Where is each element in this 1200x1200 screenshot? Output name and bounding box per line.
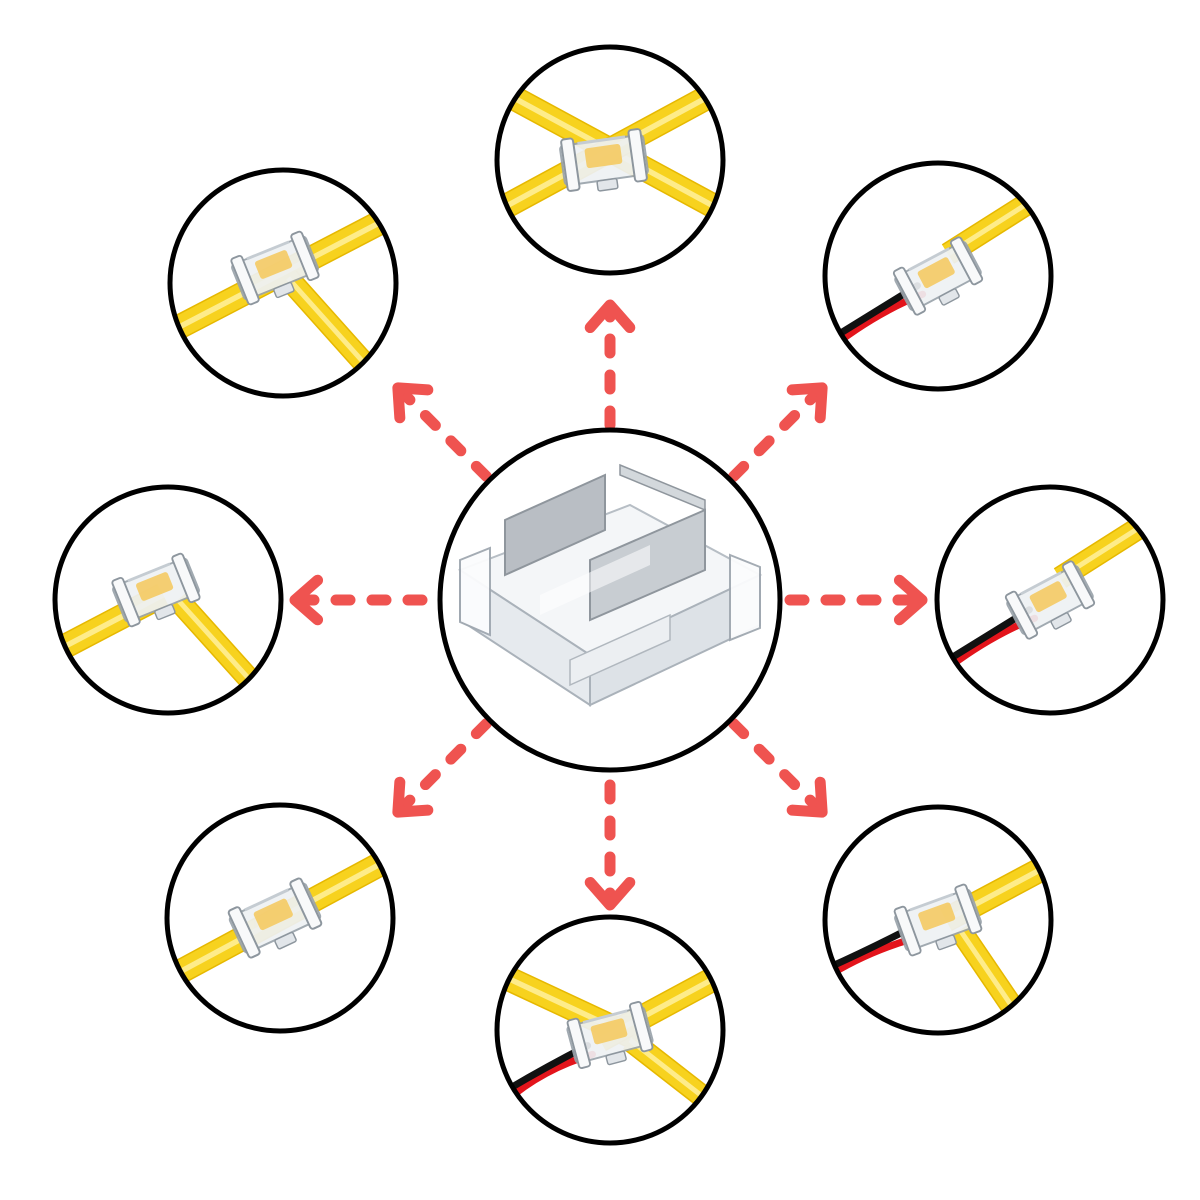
circle-right (934, 484, 1166, 716)
circle-bottom-right-outline (822, 804, 1054, 1036)
circle-center (437, 427, 783, 773)
power-wire-black (827, 926, 910, 979)
arrow-down-right-head (786, 776, 828, 818)
arrow-up (584, 299, 636, 431)
center-connector-illustration (457, 463, 763, 707)
led-strip-branch (279, 270, 382, 381)
circle-bottom-right (822, 804, 1054, 1036)
arrow-up-left-shaft (399, 389, 492, 482)
circle-bottom-outline (494, 914, 726, 1146)
arrow-right (784, 574, 928, 626)
circle-right-outline (934, 484, 1166, 716)
arrow-down-left-head (392, 776, 434, 818)
mini-connector (566, 1000, 654, 1070)
arrow-down (584, 779, 636, 911)
mini-connector (559, 128, 649, 192)
circle-top-right (822, 160, 1054, 392)
circle-bottom-left (164, 802, 396, 1034)
strip-t-illustration (172, 196, 394, 381)
cross-strip-illustration (499, 74, 721, 226)
circle-left-outline (52, 484, 284, 716)
circles-layer (52, 44, 1166, 1146)
mini-connector (892, 236, 984, 316)
circle-bottom (494, 914, 726, 1146)
arrow-down-left-shaft (399, 718, 492, 811)
circle-top-left-outline (167, 167, 399, 399)
arrow-left (289, 574, 428, 626)
large-connector (457, 463, 763, 707)
mini-connector (111, 552, 201, 628)
arrow-left-head (289, 574, 324, 626)
arrow-down-head (584, 876, 636, 911)
mini-connector (893, 883, 983, 957)
circle-left (52, 484, 284, 716)
circle-top (494, 44, 726, 276)
circle-center-outline (437, 427, 783, 773)
mini-connector (230, 230, 320, 306)
arrow-down-right-shaft (728, 718, 821, 811)
arrow-down-right (728, 718, 828, 818)
circle-top-left (167, 167, 399, 399)
arrow-down-left (392, 718, 492, 818)
arrow-up-left (392, 382, 492, 482)
arrow-up-right-shaft (728, 389, 821, 482)
arrow-up-right-head (786, 382, 828, 424)
circle-bottom-left-outline (164, 802, 396, 1034)
mini-connector (227, 877, 323, 959)
arrow-up-head (584, 299, 636, 334)
arrow-up-left-head (392, 382, 434, 424)
mini-connector (1004, 560, 1096, 640)
power-wire (827, 926, 914, 989)
power-wire-red (827, 936, 914, 989)
circle-top-right-outline (822, 160, 1054, 392)
arrow-right-head (893, 574, 928, 626)
arrow-up-right (728, 382, 828, 482)
circle-top-outline (494, 44, 726, 276)
strip-straight-illustration (169, 836, 391, 1000)
arrows-layer (289, 299, 928, 911)
